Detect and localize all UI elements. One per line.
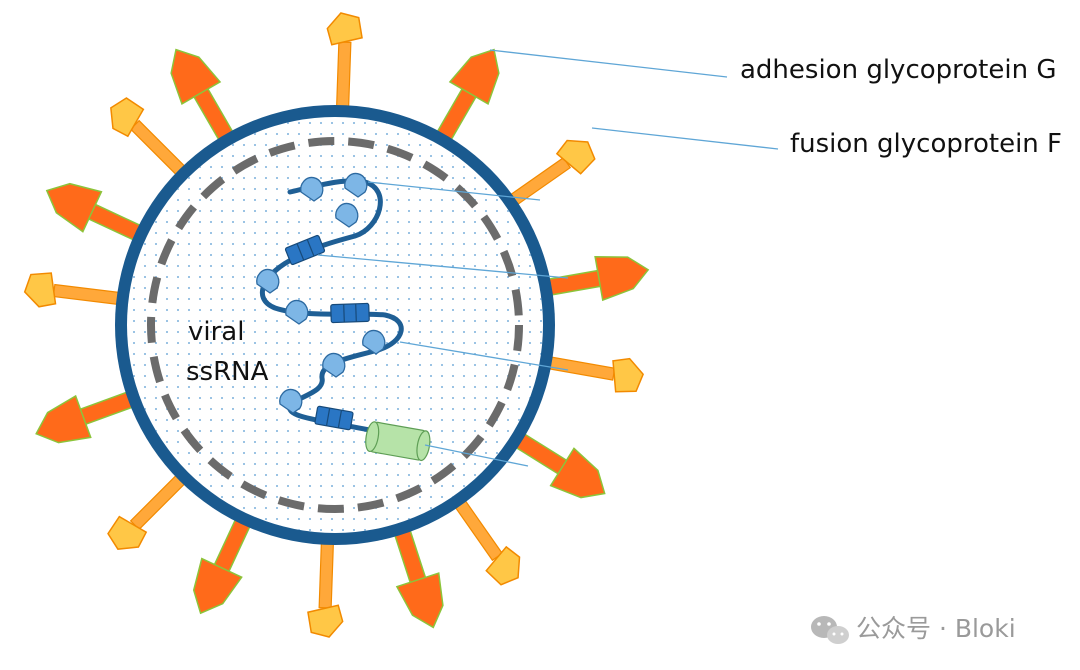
fusion-glycoprotein-spike bbox=[110, 97, 196, 186]
nucleoprotein-bead bbox=[344, 172, 368, 198]
fusion-glycoprotein-spike bbox=[23, 272, 133, 308]
nucleoprotein-bead bbox=[300, 176, 324, 202]
watermark-text: 公众号 · Bloki bbox=[856, 614, 1016, 643]
nucleoprotein-bead bbox=[256, 268, 280, 294]
leader-line-matrix bbox=[399, 341, 569, 371]
label-ssrna: ssRNA bbox=[186, 357, 269, 387]
leader-line-polymerase bbox=[424, 444, 529, 467]
interior-texture bbox=[127, 117, 543, 533]
fusion-glycoprotein-spike bbox=[446, 488, 521, 586]
matrix-protein-layer bbox=[147, 137, 523, 513]
nucleoprotein-bead bbox=[362, 329, 386, 355]
leader-line-nucleoprotein bbox=[367, 181, 541, 201]
phosphoprotein-block bbox=[330, 302, 370, 324]
label-fusion-glycoprotein: fusion glycoprotein F bbox=[790, 129, 1062, 159]
fusion-glycoprotein-spike bbox=[326, 12, 363, 121]
phosphoprotein-block bbox=[314, 405, 354, 431]
ribonucleoprotein-complex bbox=[256, 172, 431, 462]
surface-glycoproteins bbox=[23, 12, 650, 638]
fusion-glycoprotein-spike bbox=[307, 529, 344, 638]
adhesion-glycoprotein-spike bbox=[389, 516, 444, 629]
nucleoprotein-beads bbox=[256, 172, 386, 414]
nucleoprotein-bead bbox=[279, 388, 303, 414]
nucleoprotein-bead bbox=[322, 352, 346, 378]
adhesion-glycoprotein-spike bbox=[534, 256, 650, 302]
watermark: 公众号 · Bloki bbox=[811, 614, 1016, 644]
leader-lines bbox=[317, 49, 779, 467]
wechat-icon bbox=[811, 616, 849, 644]
nucleoprotein-bead bbox=[335, 202, 359, 228]
phosphoprotein-block bbox=[284, 234, 326, 266]
fusion-glycoprotein-spike bbox=[535, 353, 644, 393]
leader-line-fusion bbox=[591, 127, 779, 150]
leader-line-phosphoprotein bbox=[317, 254, 569, 279]
leader-line-adhesion bbox=[489, 49, 728, 78]
rna-strand bbox=[260, 178, 404, 435]
label-viral: viral bbox=[188, 317, 244, 347]
label-adhesion-glycoprotein: adhesion glycoprotein G bbox=[740, 55, 1056, 85]
phosphoprotein-blocks bbox=[284, 234, 370, 431]
nucleoprotein-bead bbox=[285, 299, 309, 325]
large-polymerase-protein bbox=[365, 421, 431, 462]
